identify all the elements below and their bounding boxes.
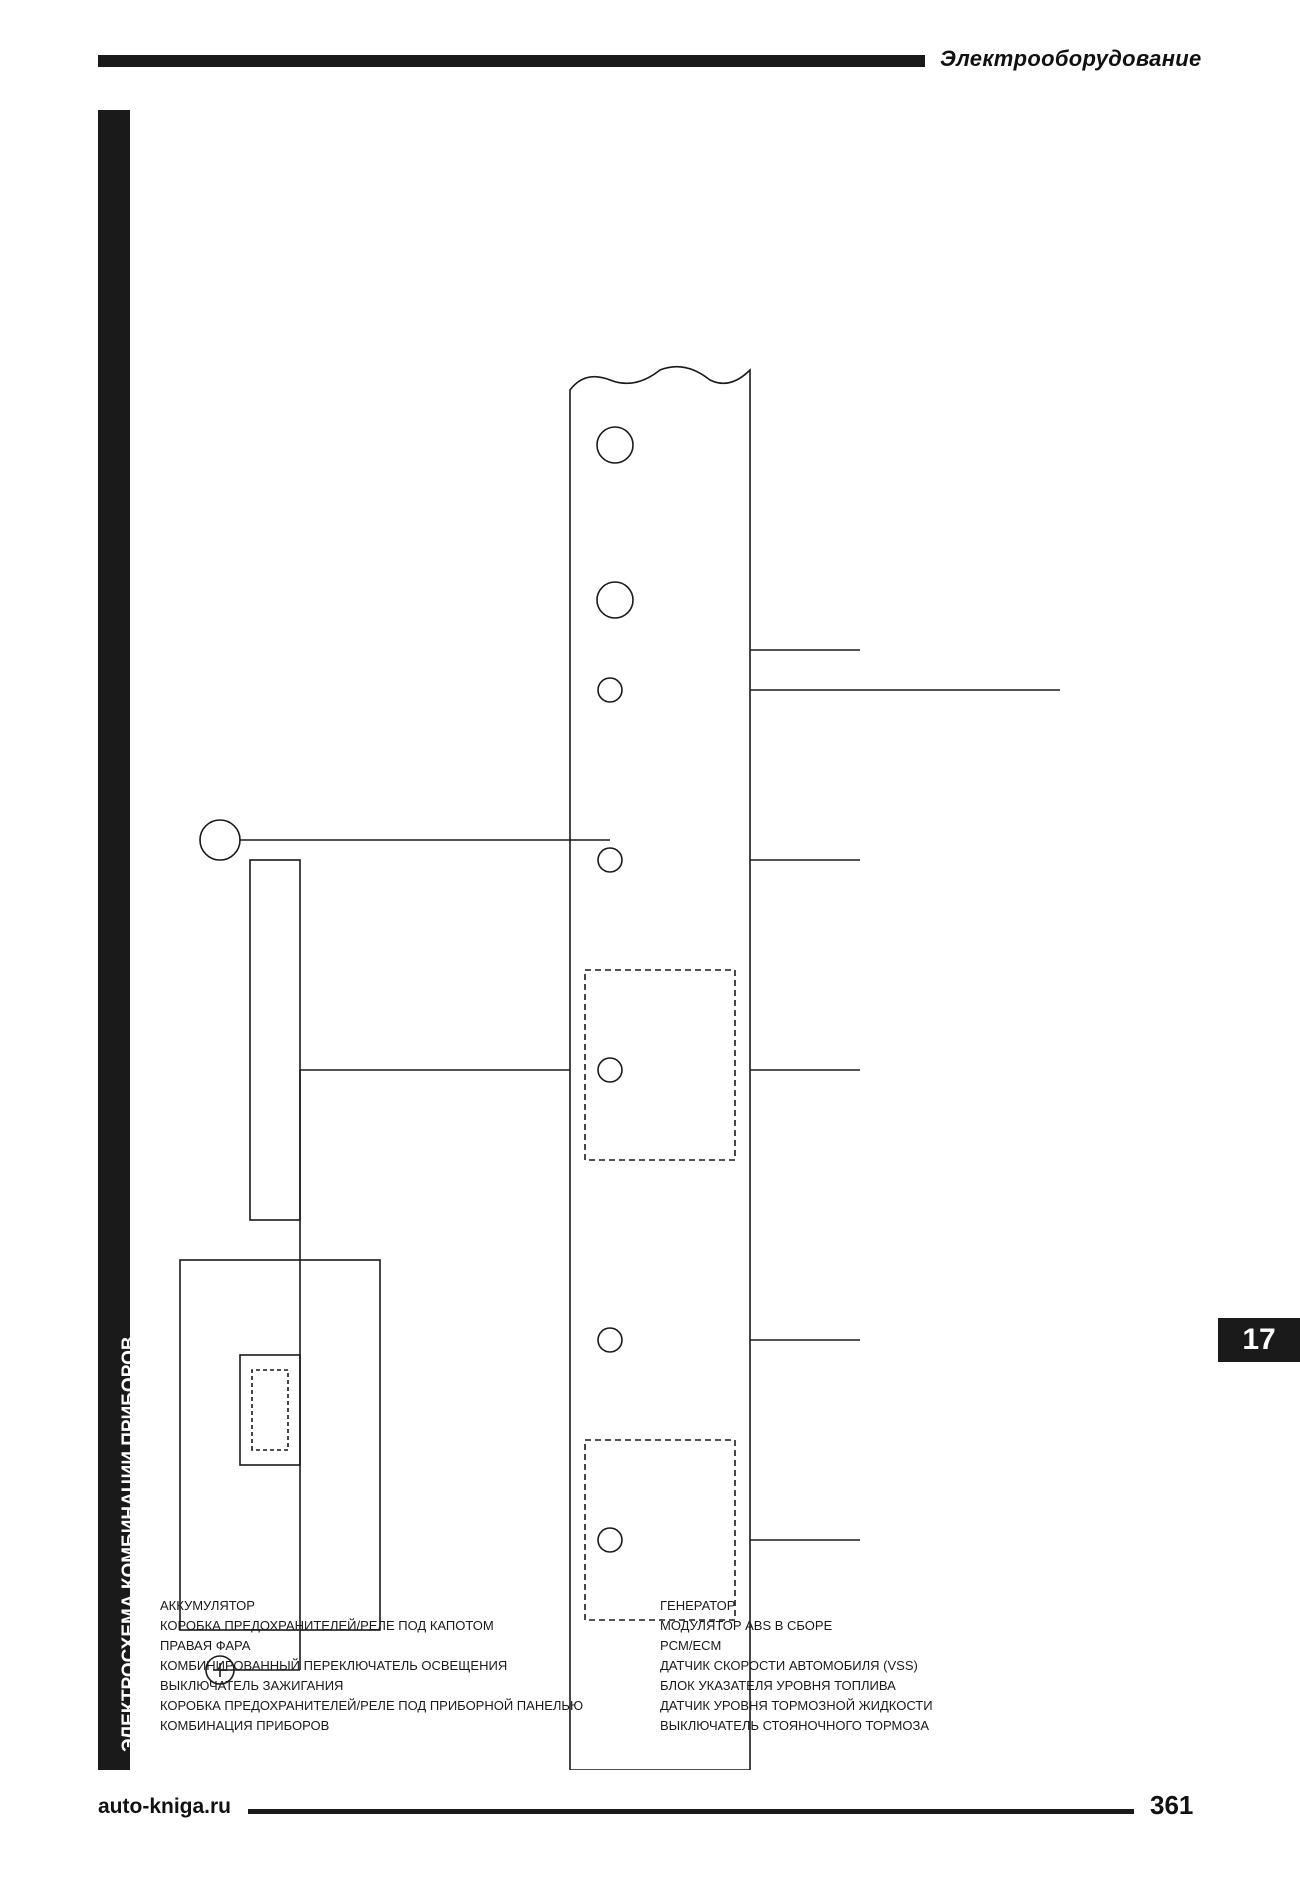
right-headlamp-label: ПРАВАЯ ФАРА: [160, 1638, 251, 1653]
highbeam-lamp-symbol: [597, 1327, 623, 1353]
hood-fuse-box: [179, 1259, 381, 1631]
charge-lamp-symbol: [597, 847, 623, 873]
vss-sensor-label: ДАТЧИК СКОРОСТИ АВТОМОБИЛЯ (VSS): [660, 1658, 918, 1673]
ignition-label: ВЫКЛЮЧАТЕЛЬ ЗАЖИГАНИЯ: [160, 1678, 343, 1693]
wiring-diagram: АККУМУЛЯТОР КОРОБКА ПРЕДОХРАНИТЕЛЕЙ/РЕЛЕ…: [160, 365, 1060, 1770]
parking-brake-label: ВЫКЛЮЧАТЕЛЬ СТОЯНОЧНОГО ТОРМОЗА: [660, 1718, 929, 1733]
dash-fuse-box: [249, 859, 301, 1221]
abs-label: МОДУЛЯТОР ABS В СБОРЕ: [660, 1618, 833, 1633]
side-banner: [98, 110, 130, 1770]
instrument-cluster-outline: [569, 365, 751, 1770]
ignition-switch: [199, 819, 241, 861]
page-number: 361: [1150, 1790, 1194, 1820]
speedometer-symbol: [596, 426, 634, 464]
cluster-label: КОМБИНАЦИЯ ПРИБОРОВ: [160, 1718, 329, 1733]
footer-site[interactable]: auto-kniga.ru: [98, 1795, 232, 1818]
battery-label: АККУМУЛЯТОР: [160, 1598, 255, 1613]
hazard-lamp-symbol: [597, 1527, 623, 1553]
combo-switch-label: КОМБИНИРОВАННЫЙ ПЕРЕКЛЮЧАТЕЛЬ ОСВЕЩЕНИЯ: [160, 1658, 507, 1673]
tachometer-symbol: [596, 581, 634, 619]
headlight-relay-1: [239, 1354, 301, 1466]
immob-lamp-symbol: [597, 1057, 623, 1083]
hood-box-label: КОРОБКА ПРЕДОХРАНИТЕЛЕЙ/РЕЛЕ ПОД КАПОТОМ: [160, 1618, 494, 1633]
brake-fluid-label: ДАТЧИК УРОВНЯ ТОРМОЗНОЙ ЖИДКОСТИ: [660, 1698, 933, 1713]
fuel-unit-label: БЛОК УКАЗАТЕЛЯ УРОВНЯ ТОПЛИВА: [660, 1678, 896, 1693]
section-title: Электрооборудование: [940, 46, 1202, 71]
dash-box-label: КОРОБКА ПРЕДОХРАНИТЕЛЕЙ/РЕЛЕ ПОД ПРИБОРН…: [160, 1698, 583, 1713]
generator-label: ГЕНЕРАТОР: [660, 1598, 735, 1613]
chapter-tab[interactable]: 17: [1218, 1318, 1300, 1362]
footer-rule: [248, 1809, 1134, 1814]
brake-lamp-symbol: [597, 677, 623, 703]
pcm-ecm-label: PCM/ECM: [660, 1638, 721, 1653]
header-rule: [98, 55, 925, 67]
